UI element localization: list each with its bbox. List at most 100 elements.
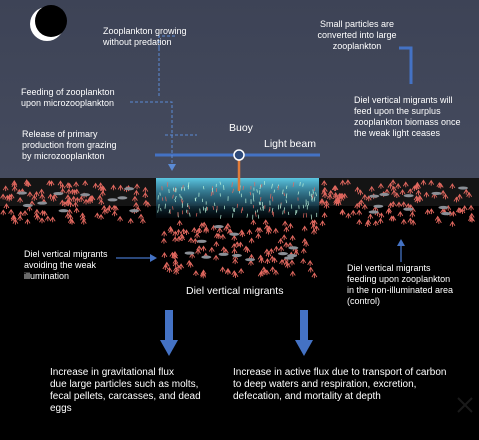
phytoplankton-mark	[315, 192, 317, 197]
phytoplankton-mark	[189, 212, 191, 217]
zooplankton-mark	[111, 204, 117, 211]
zooplankton-mark	[339, 179, 346, 186]
zooplankton-mark	[138, 213, 144, 220]
zooplankton-mark	[106, 204, 113, 211]
zooplankton-mark	[423, 191, 430, 198]
zooplankton-mark	[33, 190, 40, 197]
zooplankton-mark	[269, 255, 276, 262]
label-diel-control: Diel vertical migrants feeding upon zoop…	[347, 263, 454, 306]
zooplankton-mark	[322, 192, 328, 199]
zooplankton-mark	[350, 209, 357, 216]
zooplankton-mark	[396, 201, 402, 208]
zooplankton-mark	[258, 269, 265, 276]
zooplankton-mark	[300, 247, 307, 254]
zooplankton-mark	[278, 245, 285, 252]
zooplankton-mark	[47, 193, 54, 200]
fish-mark	[201, 255, 212, 259]
phytoplankton-mark	[307, 201, 309, 206]
phytoplankton-mark	[246, 213, 249, 218]
phytoplankton-mark	[309, 191, 311, 197]
zooplankton-mark	[94, 212, 101, 219]
fish-mark	[379, 192, 390, 197]
zooplankton-mark	[336, 192, 343, 199]
zooplankton-mark	[111, 210, 118, 217]
fish-mark	[107, 198, 118, 202]
zooplankton-mark	[172, 236, 179, 243]
fish-mark	[369, 194, 380, 198]
phytoplankton-mark	[313, 196, 316, 202]
zooplankton-mark	[279, 258, 285, 265]
label-active-flux: Increase in active flux due to transport…	[233, 367, 447, 402]
zooplankton-mark	[333, 199, 340, 206]
zooplankton-mark	[98, 199, 105, 205]
zooplankton-mark	[378, 212, 385, 219]
phytoplankton-mark	[285, 199, 288, 204]
zooplankton-mark	[57, 180, 64, 187]
zooplankton-mark	[23, 179, 30, 186]
phytoplankton-mark	[165, 196, 167, 202]
fish-mark	[129, 209, 140, 213]
phytoplankton-mark	[305, 212, 308, 218]
phytoplankton-mark	[249, 191, 252, 196]
phytoplankton-mark	[168, 209, 171, 214]
zooplankton-mark	[413, 184, 420, 191]
zooplankton-mark	[391, 189, 397, 196]
zooplankton-mark	[161, 230, 168, 237]
phytoplankton-mark	[256, 189, 258, 193]
zooplankton-mark	[17, 196, 23, 203]
zooplankton-mark	[463, 188, 470, 195]
zooplankton-mark	[234, 241, 241, 248]
dashed-connector-feeding	[130, 101, 173, 166]
light-beam-phytoplankton	[157, 181, 318, 220]
zooplankton-mark	[287, 222, 294, 229]
phytoplankton-mark	[220, 214, 222, 219]
zooplankton-mark	[33, 212, 40, 219]
zooplankton-mark	[132, 195, 138, 202]
phytoplankton-mark	[212, 205, 215, 211]
zooplankton-mark	[2, 185, 9, 192]
zooplankton-mark	[319, 198, 325, 204]
phytoplankton-mark	[303, 213, 305, 218]
zooplankton-mark	[231, 248, 238, 254]
zooplankton-mark	[400, 218, 407, 225]
zooplankton-mark	[98, 213, 104, 220]
zooplankton-mark	[321, 180, 328, 186]
zooplankton-mark	[420, 179, 427, 186]
zooplankton-mark	[254, 226, 261, 233]
zooplankton-left-cluster	[0, 179, 151, 225]
zooplankton-mark	[39, 217, 45, 224]
zooplankton-mark	[428, 179, 435, 186]
zooplankton-mark	[65, 194, 71, 201]
zooplankton-mark	[100, 185, 107, 192]
phytoplankton-mark	[297, 191, 300, 195]
zooplankton-mark	[428, 208, 435, 215]
phytoplankton-mark	[302, 204, 305, 209]
zooplankton-right-cluster	[319, 179, 475, 227]
zooplankton-mark	[307, 259, 314, 266]
zooplankton-mark	[127, 217, 134, 224]
zooplankton-mark	[273, 245, 280, 252]
zooplankton-mark	[238, 268, 245, 274]
phytoplankton-mark	[242, 185, 244, 190]
zooplankton-mark	[66, 208, 73, 215]
zooplankton-mark	[188, 237, 194, 243]
phytoplankton-mark	[175, 188, 177, 193]
zooplankton-mark	[307, 266, 314, 273]
phytoplankton-mark	[240, 208, 243, 214]
zooplankton-mark	[0, 209, 7, 216]
fish-mark	[431, 191, 442, 196]
phytoplankton-mark	[279, 203, 282, 209]
zooplankton-mark	[50, 195, 57, 202]
phytoplankton-mark	[271, 183, 273, 189]
crescent-moon-icon	[30, 5, 67, 41]
zooplankton-mark	[321, 189, 327, 196]
zooplankton-mark	[289, 234, 296, 241]
zooplankton-mark	[183, 229, 190, 236]
zooplankton-mark	[277, 238, 284, 244]
zooplankton-mark	[142, 192, 149, 198]
zooplankton-mark	[300, 258, 307, 264]
phytoplankton-mark	[180, 186, 183, 191]
phytoplankton-mark	[312, 194, 314, 199]
